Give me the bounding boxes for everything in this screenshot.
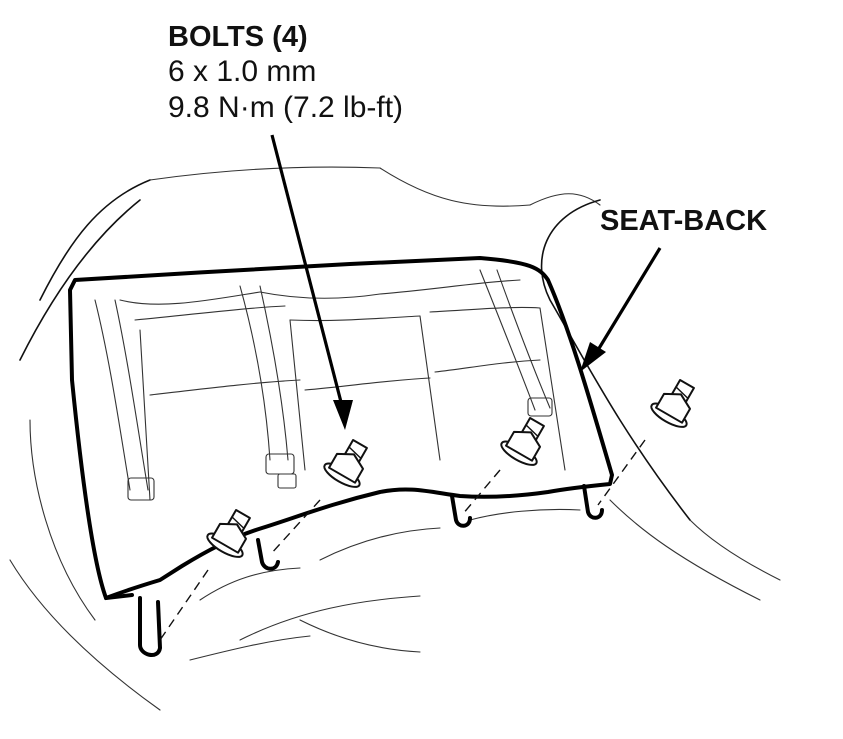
seat-back-arrow-icon (580, 247, 662, 372)
bolt-icon (323, 439, 368, 488)
mounting-brackets (138, 484, 604, 657)
floor-pan (189, 508, 581, 661)
bolts-size: 6 x 1.0 mm (168, 55, 317, 88)
bolts-callout: BOLTS (4) 6 x 1.0 mm 9.8 N·m (7.2 lb-ft) (168, 20, 403, 126)
bolt-icon (206, 509, 251, 558)
seat-back-outline (68, 256, 614, 600)
vehicle-body-outline (9, 166, 781, 711)
bolts-arrow-icon (270, 134, 353, 430)
seat-back-callout: SEAT-BACK (600, 205, 768, 237)
bolt-icon (500, 417, 545, 466)
bolts-torque: 9.8 N·m (7.2 lb-ft) (168, 91, 404, 124)
bolts-title: BOLTS (4) (168, 21, 308, 53)
seat-panels (94, 269, 566, 501)
installation-guides (159, 439, 646, 641)
bolt-icon (650, 379, 695, 428)
